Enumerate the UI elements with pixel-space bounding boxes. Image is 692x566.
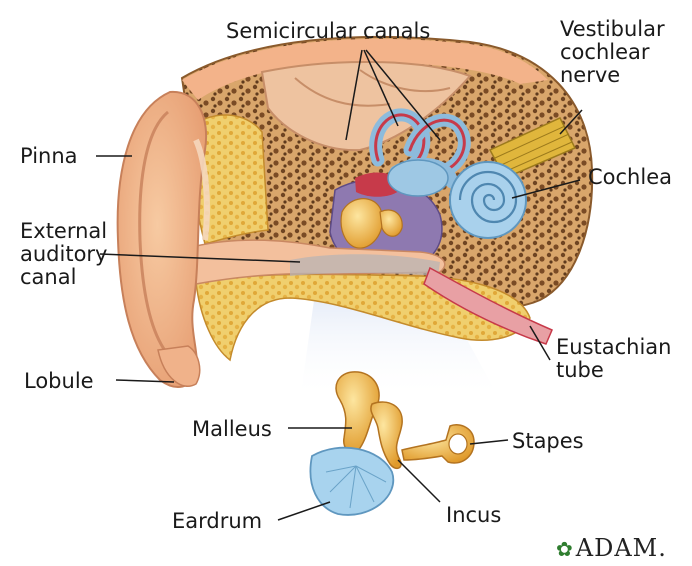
vestibule [388,160,448,196]
label-line: cochlear [560,41,665,64]
label-eardrum: Eardrum [172,510,262,533]
label-pinna: Pinna [20,145,78,168]
leaf-icon: ✿ [556,537,574,561]
label-line: canal [20,266,108,289]
leader-eardrum [278,502,330,520]
label-eustachian-tube: Eustachian tube [556,336,672,382]
label-line: tube [556,359,672,382]
label-lobule: Lobule [24,370,94,393]
label-line: Eustachian [556,336,672,359]
label-line: auditory [20,243,108,266]
label-stapes: Stapes [512,430,584,453]
label-line: nerve [560,64,665,87]
brand-mark: ADAM. [576,534,667,562]
label-semicircular-canals: Semicircular canals [226,20,430,43]
label-incus: Incus [446,504,501,527]
label-malleus: Malleus [192,418,272,441]
adam-logo: ✿ADAM. [556,534,667,562]
leader-incus [398,460,440,502]
label-external-auditory-canal: External auditory canal [20,220,108,289]
cochlea-shape [450,162,526,238]
leader-stapes [470,440,508,444]
label-line: External [20,220,108,243]
label-cochlea: Cochlea [588,166,672,189]
label-vestibular-cochlear-nerve: Vestibular cochlear nerve [560,18,665,87]
label-line: Vestibular [560,18,665,41]
